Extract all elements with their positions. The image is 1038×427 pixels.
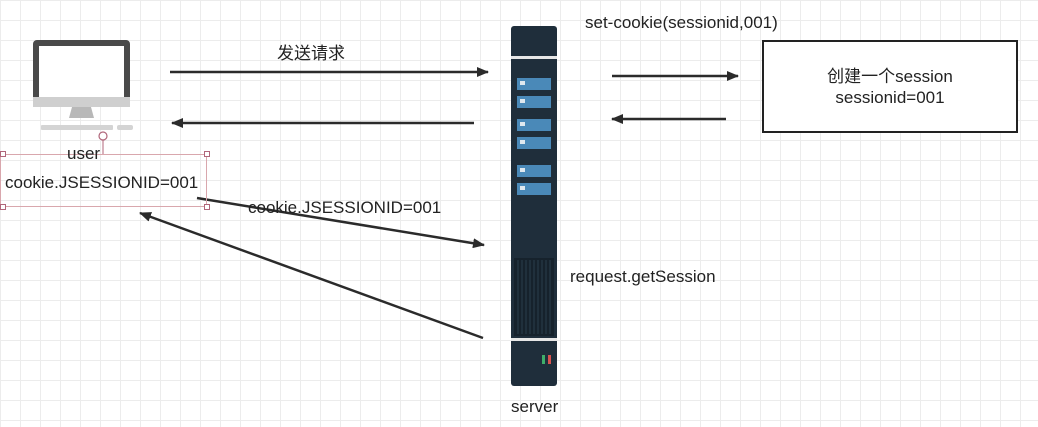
resize-handle-bottom-right[interactable] [204,204,210,210]
computer-icon [33,40,133,154]
label-cookie-request: cookie.JSESSIONID=001 [248,198,442,217]
resize-handle-top-right[interactable] [204,151,210,157]
label-server: server [511,397,559,416]
label-send-request: 发送请求 [277,44,345,63]
cookie-selection-box[interactable] [0,154,207,207]
arrow-get-session-return [139,211,484,340]
label-user: user [67,144,101,163]
label-get-session: request.getSession [570,267,716,286]
session-box[interactable]: 创建一个session sessionid=001 [762,40,1018,133]
session-box-line-1: 创建一个session [827,66,953,86]
arrow-cookie-request [196,196,485,249]
label-set-cookie: set-cookie(sessionid,001) [585,13,778,32]
session-box-line-2: sessionid=001 [835,87,945,107]
server-icon [511,26,557,386]
resize-handle-top-left[interactable] [0,151,6,157]
label-cookie-box: cookie.JSESSIONID=001 [5,173,199,192]
resize-handle-bottom-left[interactable] [0,204,6,210]
